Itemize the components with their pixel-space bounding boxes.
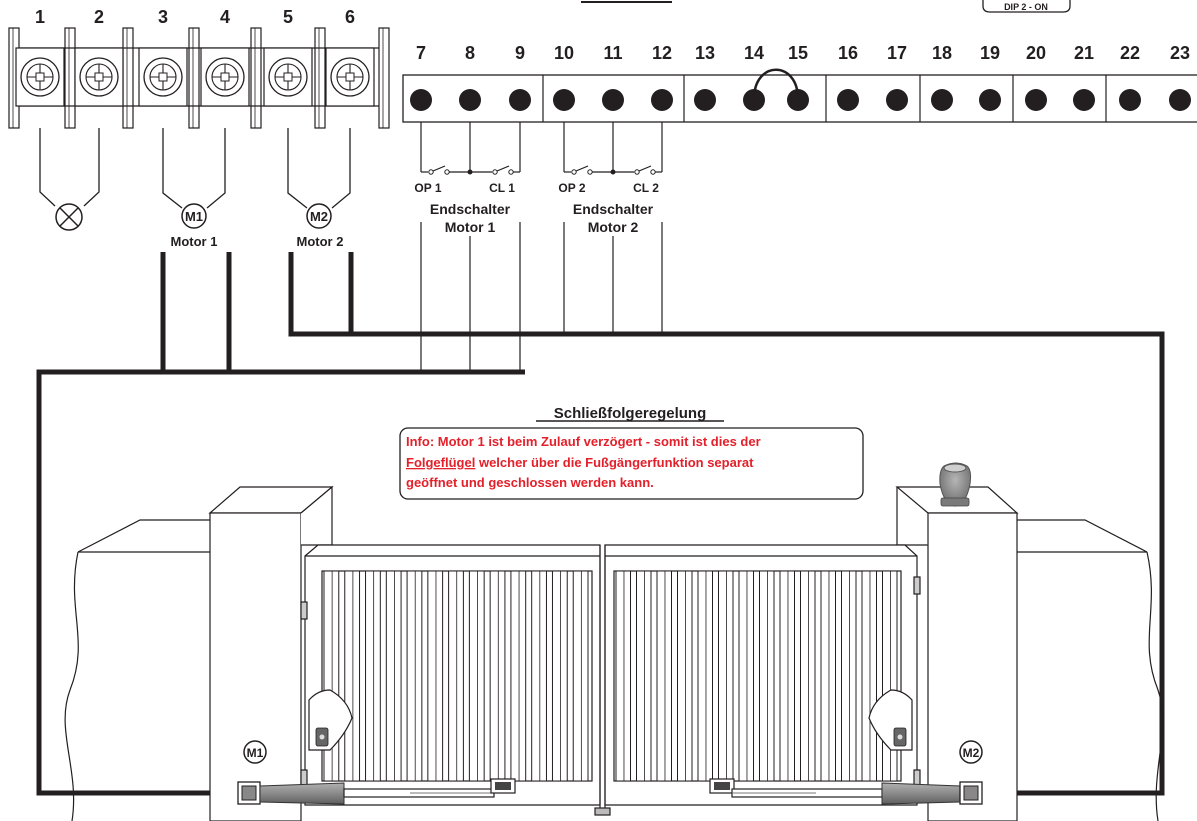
terminal-screw xyxy=(1073,89,1095,111)
terminal-number: 22 xyxy=(1120,43,1140,63)
terminal-number: 14 xyxy=(744,43,764,63)
cl2-label: CL 2 xyxy=(633,181,659,195)
svg-text:M2: M2 xyxy=(310,209,328,224)
motor2-symbol: M2 xyxy=(306,203,332,229)
terminal-number: 16 xyxy=(838,43,858,63)
screw-terminal-icon xyxy=(138,47,188,107)
terminal-number: 8 xyxy=(465,43,475,63)
actuator-right xyxy=(709,778,983,805)
terminal-block-left: 1 2 3 4 5 6 xyxy=(8,7,390,129)
motor1-wiring xyxy=(162,128,226,209)
limit-switch2-title: Endschalter xyxy=(573,201,654,217)
terminal-number: 5 xyxy=(283,7,293,27)
gate-motor-left-symbol: M1 xyxy=(243,740,267,764)
screw-terminal-icon xyxy=(263,47,313,107)
motor2-label: Motor 2 xyxy=(297,234,344,249)
right-wall xyxy=(1015,519,1164,821)
lamp-wiring xyxy=(39,128,100,207)
terminal-number: 13 xyxy=(695,43,715,63)
terminal-screw xyxy=(1025,89,1047,111)
svg-text:M1: M1 xyxy=(185,209,203,224)
info-underlined-term: Folgeflügel xyxy=(406,455,475,470)
lock-mechanism-right xyxy=(868,689,913,751)
terminal-screw xyxy=(602,89,624,111)
terminal-screw xyxy=(837,89,859,111)
left-pillar xyxy=(208,485,334,821)
terminal-number: 18 xyxy=(932,43,952,63)
limit-switch1-title: Endschalter xyxy=(430,201,511,217)
terminal-number: 19 xyxy=(980,43,1000,63)
jumper-14-15 xyxy=(752,68,800,100)
terminal-number: 6 xyxy=(345,7,355,27)
terminal-screw xyxy=(787,89,809,111)
lock-mechanism-left xyxy=(308,689,353,751)
cl1-label: CL 1 xyxy=(489,181,515,195)
motor1-symbol: M1 xyxy=(181,203,207,229)
right-pillar xyxy=(895,486,1019,821)
screw-terminal-icon xyxy=(74,47,124,107)
screw-terminal-icon xyxy=(325,47,375,107)
info-line3: geöffnet und geschlossen werden kann. xyxy=(406,475,654,490)
svg-text:DIP 2 - ON: DIP 2 - ON xyxy=(1004,2,1048,12)
terminal-number: 21 xyxy=(1074,43,1094,63)
dip-switch-label: DIP 2 - ON xyxy=(982,0,1071,13)
terminal-screw xyxy=(743,89,765,111)
screw-terminal-icon xyxy=(15,47,65,107)
terminal-number: 1 xyxy=(35,7,45,27)
terminal-screw xyxy=(694,89,716,111)
terminal-screw xyxy=(886,89,908,111)
info-line2-rest: welcher über die Fußgängerfunktion separ… xyxy=(475,455,754,470)
terminal-number: 9 xyxy=(515,43,525,63)
terminal-number: 23 xyxy=(1170,43,1190,63)
screw-terminal-icon xyxy=(200,47,250,107)
left-wall xyxy=(64,519,210,821)
limit-switch-motor1 xyxy=(420,122,521,372)
terminal-number: 3 xyxy=(158,7,168,27)
terminal-number: 17 xyxy=(887,43,907,63)
op1-label: OP 1 xyxy=(414,181,441,195)
terminal-screw xyxy=(979,89,1001,111)
terminal-screw xyxy=(931,89,953,111)
limit-switch1-motor: Motor 1 xyxy=(445,219,496,235)
svg-text:M2: M2 xyxy=(963,746,980,760)
cables xyxy=(36,252,1165,796)
terminal-screw xyxy=(1169,89,1191,111)
info-line1: Info: Motor 1 ist beim Zulauf verzögert … xyxy=(406,434,761,449)
terminal-number: 11 xyxy=(603,43,622,63)
terminal-screw xyxy=(410,89,432,111)
terminal-screw xyxy=(553,89,575,111)
diagram-title: Schließfolgeregelung xyxy=(554,405,707,422)
motor1-label: Motor 1 xyxy=(171,234,218,249)
info-line2: Folgeflügel welcher über die Fußgängerfu… xyxy=(406,455,754,470)
svg-text:M1: M1 xyxy=(247,746,264,760)
actuator-left xyxy=(237,778,516,805)
gate-motor-right-symbol: M2 xyxy=(959,740,983,764)
terminal-number: 15 xyxy=(788,43,808,63)
terminal-number: 10 xyxy=(554,43,574,63)
terminal-number: 12 xyxy=(652,43,672,63)
warning-lamp-icon xyxy=(939,462,972,507)
terminal-screw xyxy=(651,89,673,111)
motor2-wiring xyxy=(287,128,351,209)
terminal-number: 4 xyxy=(220,7,230,27)
terminal-screw xyxy=(459,89,481,111)
info-box: Info: Motor 1 ist beim Zulauf verzögert … xyxy=(399,427,864,500)
op2-label: OP 2 xyxy=(558,181,585,195)
terminal-screw xyxy=(509,89,531,111)
limit-switch-motor2 xyxy=(563,122,663,334)
terminal-number: 20 xyxy=(1026,43,1046,63)
terminal-screw xyxy=(1119,89,1141,111)
terminal-number: 2 xyxy=(94,7,104,27)
terminal-number: 7 xyxy=(416,43,426,63)
limit-switch2-motor: Motor 2 xyxy=(588,219,639,235)
gate-bars xyxy=(323,570,898,782)
lamp-icon xyxy=(55,203,83,231)
terminal-block-right: 7 8 9 10 11 12 13 14 15 16 17 18 19 20 21 22 23 xyxy=(402,43,1197,123)
